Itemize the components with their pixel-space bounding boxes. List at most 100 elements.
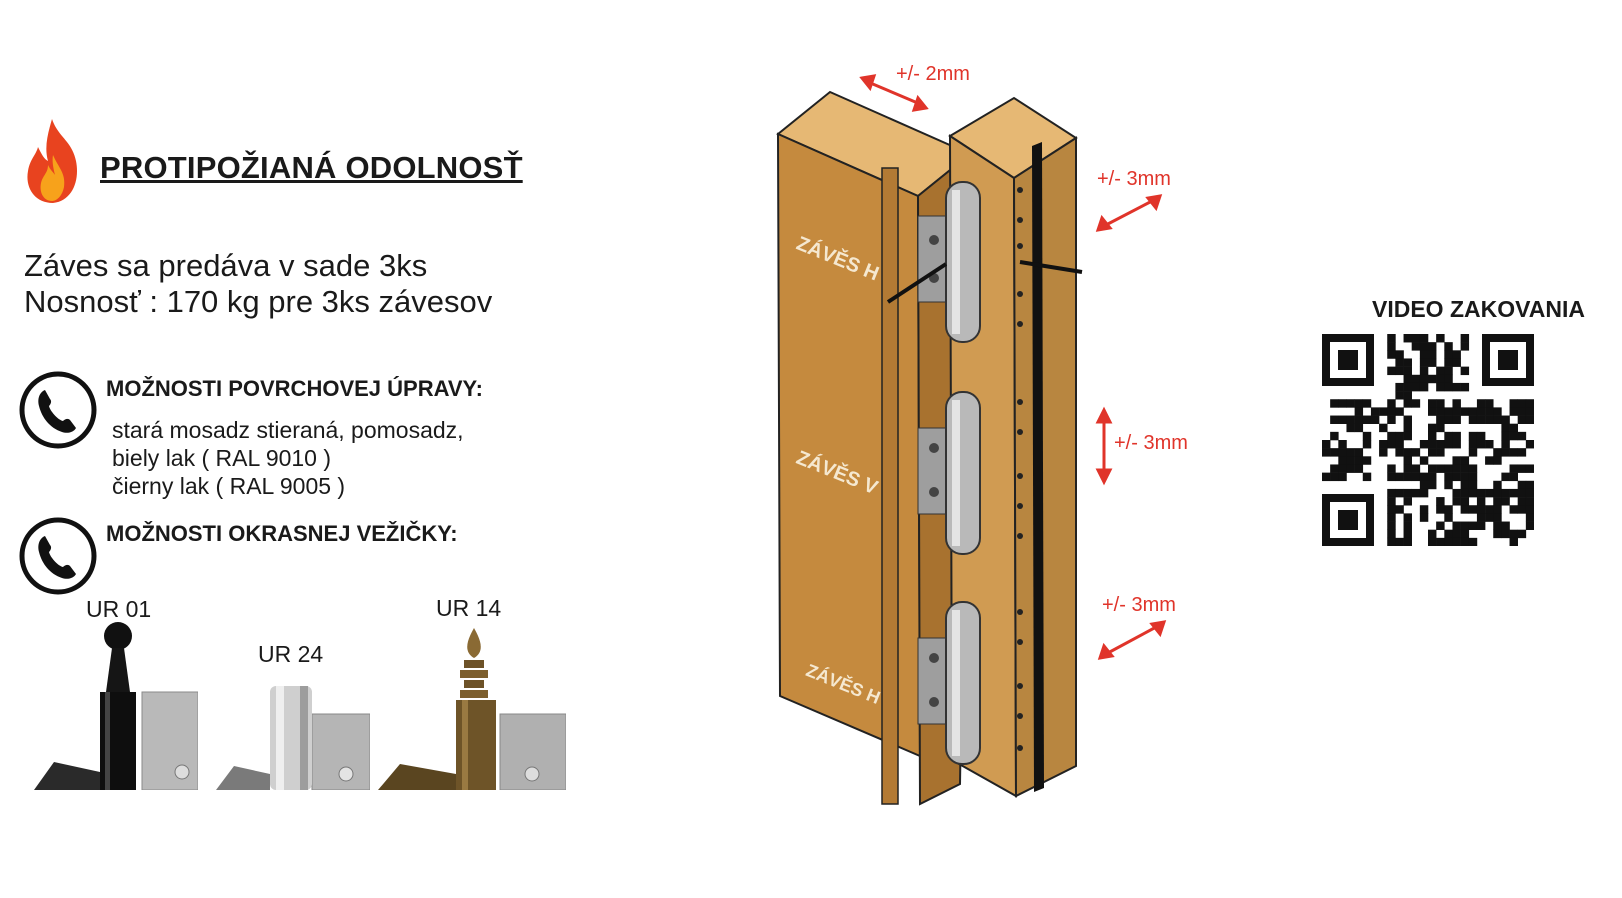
qr-module bbox=[1525, 513, 1534, 522]
qr-module bbox=[1395, 472, 1404, 482]
qr-module bbox=[1419, 513, 1429, 522]
qr-module bbox=[1517, 480, 1527, 490]
qr-module bbox=[1428, 448, 1437, 457]
qr-module bbox=[1444, 440, 1453, 449]
video-title: VIDEO ZAKOVANIA bbox=[1372, 296, 1585, 322]
qr-code[interactable] bbox=[1322, 334, 1534, 546]
qr-module bbox=[1436, 537, 1445, 546]
qr-module bbox=[1403, 521, 1412, 530]
qr-module bbox=[1395, 382, 1404, 392]
surface-option: biely lak ( RAL 9010 ) bbox=[112, 445, 332, 471]
qr-module bbox=[1476, 497, 1486, 506]
qr-module bbox=[1436, 382, 1445, 392]
qr-module bbox=[1485, 399, 1494, 408]
qr-module bbox=[1493, 407, 1502, 416]
qr-module bbox=[1444, 415, 1453, 424]
qr-module bbox=[1509, 537, 1518, 546]
surface-option: stará mosadz stieraná, pomosadz, bbox=[112, 417, 464, 443]
qr-module bbox=[1501, 472, 1510, 482]
phone-icon bbox=[19, 371, 97, 449]
qr-module bbox=[1517, 415, 1527, 424]
qr-module bbox=[1330, 399, 1339, 408]
qr-module bbox=[1476, 407, 1486, 416]
qr-module bbox=[1509, 529, 1518, 539]
qr-module bbox=[1403, 431, 1412, 441]
qr-module bbox=[1501, 431, 1510, 441]
qr-module bbox=[1525, 464, 1534, 473]
hinge-top bbox=[886, 181, 1083, 343]
qr-module bbox=[1493, 529, 1502, 539]
info-line-1: Záves sa predáva v sade 3ks bbox=[24, 248, 428, 283]
qr-module bbox=[1452, 497, 1461, 506]
qr-module bbox=[1395, 350, 1404, 359]
qr-module bbox=[1346, 415, 1355, 424]
qr-module bbox=[1387, 407, 1396, 416]
surface-options: stará mosadz stieraná, pomosadz, biely l… bbox=[112, 416, 464, 500]
qr-module bbox=[1452, 407, 1461, 416]
qr-module bbox=[1452, 358, 1461, 367]
qr-module bbox=[1525, 415, 1534, 424]
qr-module bbox=[1460, 407, 1470, 416]
qr-module bbox=[1354, 407, 1364, 416]
qr-module bbox=[1452, 399, 1461, 408]
qr-module bbox=[1387, 497, 1396, 506]
finial-label-ur24: UR 24 bbox=[258, 641, 324, 667]
qr-module bbox=[1460, 464, 1470, 473]
qr-module bbox=[1501, 488, 1510, 498]
qr-module bbox=[1362, 399, 1372, 408]
qr-module bbox=[1354, 423, 1364, 433]
qr-module bbox=[1468, 488, 1478, 498]
qr-module bbox=[1403, 537, 1412, 546]
qr-module bbox=[1338, 456, 1347, 465]
qr-module bbox=[1476, 521, 1486, 530]
qr-module bbox=[1485, 505, 1494, 514]
qr-module bbox=[1509, 505, 1518, 514]
qr-module bbox=[1330, 415, 1339, 424]
qr-module bbox=[1411, 374, 1421, 384]
qr-module bbox=[1517, 399, 1527, 408]
qr-module bbox=[1460, 456, 1470, 465]
dimension-label: +/- 3mm bbox=[1097, 168, 1171, 190]
qr-module bbox=[1379, 423, 1388, 433]
qr-module bbox=[1419, 472, 1429, 482]
qr-module bbox=[1525, 440, 1534, 449]
qr-module bbox=[1460, 497, 1470, 506]
surface-title: MOŽNOSTI POVRCHOVEJ ÚPRAVY: bbox=[106, 376, 483, 401]
qr-module bbox=[1354, 415, 1364, 424]
qr-module bbox=[1354, 399, 1364, 408]
qr-module bbox=[1419, 374, 1429, 384]
qr-module bbox=[1428, 431, 1437, 441]
qr-module bbox=[1444, 374, 1453, 384]
qr-module bbox=[1403, 513, 1412, 522]
qr-module bbox=[1460, 342, 1470, 351]
hinge-diagram bbox=[776, 74, 1167, 806]
phone-icon bbox=[19, 517, 97, 595]
qr-module bbox=[1338, 448, 1347, 457]
qr-module bbox=[1452, 464, 1461, 473]
qr-module bbox=[1468, 415, 1478, 424]
qr-module bbox=[1452, 350, 1461, 359]
qr-module bbox=[1387, 366, 1396, 376]
qr-module bbox=[1436, 497, 1445, 506]
qr-module bbox=[1395, 431, 1404, 441]
qr-module bbox=[1428, 399, 1437, 408]
qr-module bbox=[1419, 350, 1429, 359]
qr-module bbox=[1493, 513, 1502, 522]
qr-module bbox=[1395, 537, 1404, 546]
qr-module bbox=[1387, 415, 1396, 424]
qr-module bbox=[1330, 464, 1339, 473]
qr-module bbox=[1460, 521, 1470, 530]
qr-module bbox=[1330, 431, 1339, 441]
qr-module bbox=[1419, 505, 1429, 514]
qr-module bbox=[1403, 374, 1412, 384]
qr-module bbox=[1444, 382, 1453, 392]
product-info: Záves sa predáva v sade 3ks Nosnosť : 17… bbox=[24, 248, 492, 320]
qr-module bbox=[1387, 350, 1396, 359]
qr-module bbox=[1493, 480, 1502, 490]
qr-module bbox=[1411, 472, 1421, 482]
qr-module bbox=[1419, 334, 1429, 343]
qr-module bbox=[1444, 529, 1453, 539]
qr-module bbox=[1379, 440, 1388, 449]
qr-module bbox=[1460, 488, 1470, 498]
qr-module bbox=[1460, 382, 1470, 392]
